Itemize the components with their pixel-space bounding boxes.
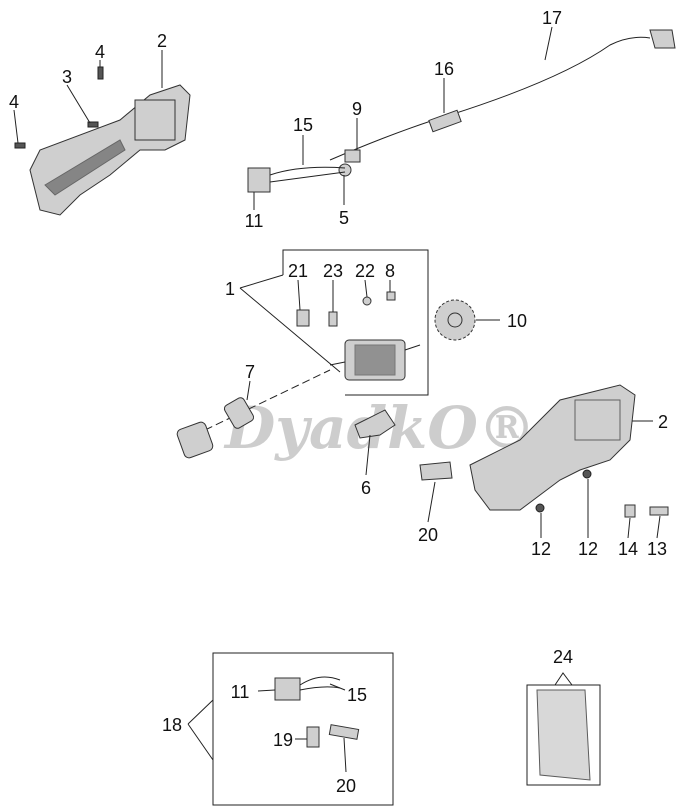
callout-2-left-handle: 2 bbox=[157, 31, 167, 51]
callout-labels: 4 2 3 4 17 16 9 15 11 5 1 21 23 22 8 10 … bbox=[9, 8, 668, 796]
callout-11-kit: 11 bbox=[231, 682, 250, 702]
callout-7: 7 bbox=[245, 362, 255, 382]
callout-4-top: 4 bbox=[95, 42, 105, 62]
callout-15-kit: 15 bbox=[347, 685, 367, 705]
kit-24-frame bbox=[526, 684, 601, 786]
callout-24: 24 bbox=[553, 647, 573, 667]
kit-18-frame bbox=[212, 652, 394, 806]
motor-kit-frame bbox=[282, 249, 429, 396]
callout-22: 22 bbox=[355, 261, 375, 281]
handle-right-half bbox=[469, 384, 636, 511]
gear bbox=[434, 299, 476, 341]
callout-15: 15 bbox=[293, 115, 313, 135]
callout-12-a: 12 bbox=[531, 539, 551, 559]
handle-left-half bbox=[29, 84, 191, 216]
spindle bbox=[223, 397, 255, 429]
callout-13: 13 bbox=[647, 539, 667, 559]
switch-cover bbox=[419, 461, 453, 481]
callout-19: 19 bbox=[273, 730, 293, 750]
callout-3: 3 bbox=[62, 67, 72, 87]
callout-20: 20 bbox=[418, 525, 438, 545]
callout-20-kit: 20 bbox=[336, 776, 356, 796]
trigger bbox=[354, 409, 396, 439]
callout-16: 16 bbox=[434, 59, 454, 79]
motor bbox=[296, 291, 421, 381]
callout-9: 9 bbox=[352, 99, 362, 119]
callout-18: 18 bbox=[162, 715, 182, 735]
callout-5: 5 bbox=[339, 208, 349, 228]
callout-14: 14 bbox=[618, 539, 638, 559]
callout-23: 23 bbox=[323, 261, 343, 281]
leader-lines bbox=[13, 26, 661, 773]
callout-2-right-handle: 2 bbox=[658, 412, 668, 432]
callout-1: 1 bbox=[225, 279, 235, 299]
callout-6: 6 bbox=[361, 478, 371, 498]
callout-8: 8 bbox=[385, 261, 395, 281]
power-cable bbox=[247, 29, 676, 193]
callout-21: 21 bbox=[288, 261, 308, 281]
callout-11: 11 bbox=[245, 211, 264, 231]
callout-17: 17 bbox=[542, 8, 562, 28]
callout-12-b: 12 bbox=[578, 539, 598, 559]
callout-4-left: 4 bbox=[9, 92, 19, 112]
callout-10: 10 bbox=[507, 311, 527, 331]
